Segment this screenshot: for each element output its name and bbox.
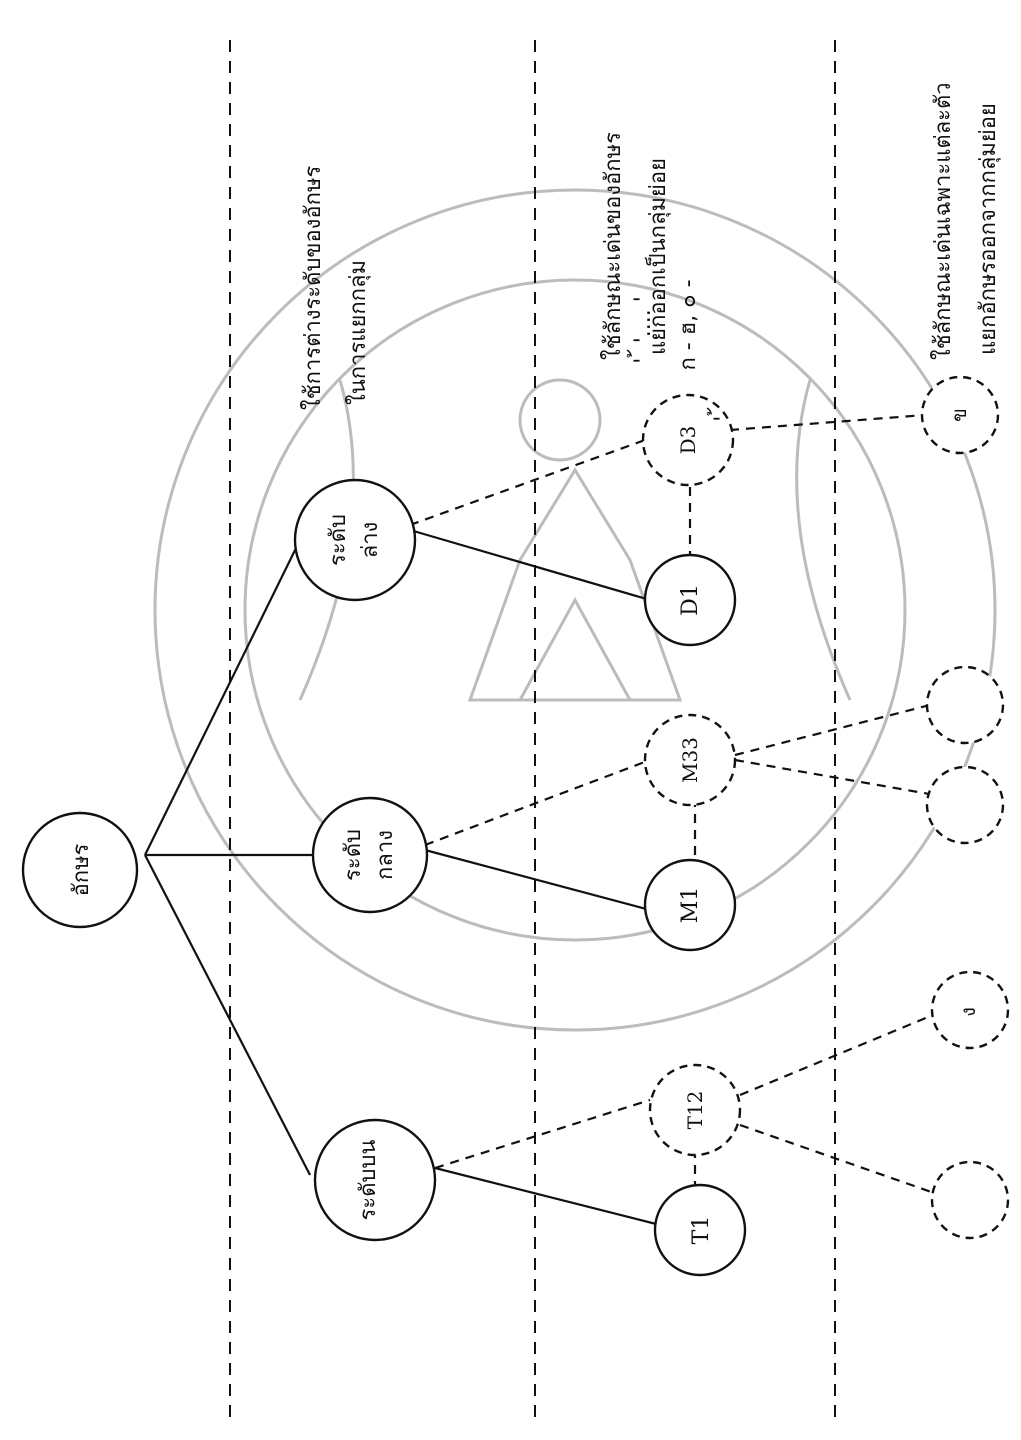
note-feature: ใช้ลักษณะเด่นของอักษร แยกออกเป็นกลุ่มย่อ… <box>600 132 671 360</box>
node-d3: D3 <box>641 393 735 487</box>
edge-t12-leaf-a <box>739 1008 946 1097</box>
leaf-t12-b <box>930 1160 1010 1240</box>
node-m33: M33 <box>643 713 737 807</box>
node-middle-label-1: ระดับ <box>341 829 366 881</box>
note-level: ใช้การต่างระดับของอักษร ในการแยกกลุ่ม <box>300 166 371 410</box>
leaf-t12-a-label: ง <box>956 1007 980 1017</box>
node-t1-label: T1 <box>689 1216 714 1245</box>
node-lower-label-1: ระดับ <box>326 514 351 566</box>
edge-middle-m33 <box>424 758 651 847</box>
header-line-2: ก - ฮ, ๐ - <box>676 279 701 370</box>
node-middle: ระดับ กลาง <box>311 796 429 914</box>
header-line-1: ' ้ '.... ' <box>627 296 656 364</box>
note-feature-line-1: ใช้ลักษณะเด่นของอักษร <box>600 132 626 360</box>
edge-middle-m1 <box>424 848 651 912</box>
edge-upper-t12 <box>434 1098 651 1170</box>
node-t12: T12 <box>648 1063 742 1157</box>
note-specific-line-1: ใช้ลักษณะเด่นเฉพาะแต่ละตัว <box>930 82 956 360</box>
node-upper: ระดับบน <box>313 1118 437 1242</box>
node-upper-label: ระดับบน <box>356 1140 381 1221</box>
header-line-3: ' ้ <box>707 407 736 421</box>
node-d1: D1 <box>643 553 737 647</box>
node-root: อักษร <box>21 811 139 929</box>
leaf-d3-label: ข <box>947 408 971 422</box>
node-m1-label: M1 <box>678 887 703 924</box>
node-lower-label-2: ล่าง <box>358 522 383 559</box>
node-m33-label: M33 <box>678 737 702 783</box>
edge-m33-leaf-a <box>734 703 931 757</box>
edge-lower-d3 <box>409 438 646 527</box>
node-m1: M1 <box>643 858 737 952</box>
note-level-line-1: ใช้การต่างระดับของอักษร <box>300 166 326 410</box>
node-root-label: อักษร <box>69 843 94 896</box>
edge-upper-t1 <box>434 1166 661 1227</box>
edge-t12-leaf-b <box>739 1123 941 1197</box>
edge-root-lower <box>144 539 301 856</box>
leaf-t12-a: ง <box>930 970 1010 1050</box>
edge-root-upper <box>144 854 311 1176</box>
note-specific-line-2: แยกอักษรออกจากกลุ่มย่อย <box>976 103 1001 355</box>
header-legend: ' ้ '.... ' ก - ฮ, ๐ - ' ้ <box>627 279 736 421</box>
edge-lower-d1 <box>409 528 651 602</box>
leaf-d3: ข <box>920 375 1000 455</box>
edge-d3-leaf <box>729 413 926 432</box>
node-d3-label: D3 <box>676 426 700 455</box>
leaf-m33-b <box>925 765 1005 845</box>
note-feature-line-2: แยกออกเป็นกลุ่มย่อย <box>643 158 671 355</box>
note-level-line-2: ในการแยกกลุ่ม <box>345 260 371 405</box>
leaf-m33-a <box>925 665 1005 745</box>
edge-m33-leaf-b <box>734 758 936 797</box>
edges <box>144 413 946 1227</box>
watermark-text <box>200 720 900 952</box>
node-t12-label: T12 <box>683 1091 707 1130</box>
note-specific: ใช้ลักษณะเด่นเฉพาะแต่ละตัว แยกอักษรออกจา… <box>930 82 1001 360</box>
watermark-seal <box>153 188 997 1032</box>
node-middle-label-2: กลาง <box>373 830 398 880</box>
node-d1-label: D1 <box>678 584 703 616</box>
node-t1: T1 <box>653 1183 747 1277</box>
node-lower: ระดับ ล่าง <box>293 478 417 602</box>
